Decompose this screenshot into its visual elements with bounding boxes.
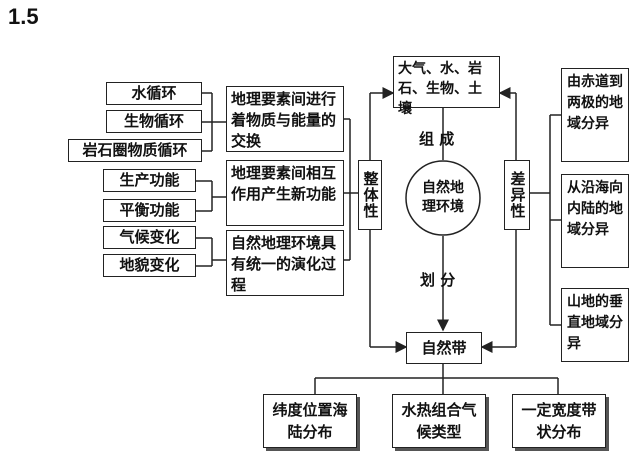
division-label: 划 分 <box>420 271 456 289</box>
section-number: 1.5 <box>8 4 39 29</box>
node-production-function: 生产功能 <box>103 169 196 192</box>
center-circle-shape <box>405 160 481 236</box>
node-climate-change: 气候变化 <box>103 226 196 249</box>
node-band-distribution: 一定宽度带状分布 <box>512 394 606 448</box>
node-hydrothermal-climate: 水热组合气候类型 <box>392 394 486 448</box>
node-unified-evolution: 自然地理环境具有统一的演化过程 <box>226 230 344 296</box>
node-latitude-land-sea: 纬度位置海陆分布 <box>263 394 357 448</box>
node-landform-change: 地貌变化 <box>103 254 196 277</box>
node-integrity-label: 整体性 <box>361 171 380 219</box>
node-vertical-differentiation-label: 山地的垂直地域分异 <box>567 294 623 352</box>
node-natural-zone-label: 自然带 <box>421 338 467 357</box>
node-coast-to-inland: 从沿海向内陆的地域分异 <box>561 174 629 268</box>
node-coast-to-inland-label: 从沿海向内陆的地域分异 <box>567 180 623 238</box>
composition-label: 组 成 <box>419 130 455 148</box>
node-water-cycle-label: 水循环 <box>131 84 177 102</box>
node-band-distribution-label: 一定宽度带状分布 <box>521 401 597 441</box>
node-water-cycle: 水循环 <box>106 82 202 105</box>
node-new-function: 地理要素间相互作用产生新功能 <box>226 160 344 226</box>
node-equator-to-poles-label: 由赤道到两极的地域分异 <box>567 74 623 132</box>
node-landform-change-label: 地貌变化 <box>119 256 180 274</box>
node-balance-function: 平衡功能 <box>103 199 196 222</box>
node-latitude-land-sea-label: 纬度位置海陆分布 <box>272 401 348 441</box>
node-new-function-label: 地理要素间相互作用产生新功能 <box>231 164 337 203</box>
node-rock-cycle-label: 岩石圈物质循环 <box>82 141 188 159</box>
node-hydrothermal-climate-label: 水热组合气候类型 <box>401 401 477 441</box>
node-production-function-label: 生产功能 <box>119 171 180 189</box>
node-material-energy-exchange-label: 地理要素间进行着物质与能量的交换 <box>231 90 337 150</box>
node-biological-cycle: 生物循环 <box>106 110 202 133</box>
node-rock-cycle: 岩石圈物质循环 <box>68 139 202 162</box>
node-material-energy-exchange: 地理要素间进行着物质与能量的交换 <box>226 86 344 152</box>
node-elements-label: 大气、水、岩石、生物、土壤 <box>398 61 482 117</box>
node-biological-cycle-label: 生物循环 <box>123 112 184 130</box>
center-circle-label: 自然地理环境 <box>422 180 464 215</box>
node-elements: 大气、水、岩石、生物、土壤 <box>393 56 500 117</box>
node-balance-function-label: 平衡功能 <box>119 201 180 219</box>
node-climate-change-label: 气候变化 <box>119 228 180 246</box>
node-unified-evolution-label: 自然地理环境具有统一的演化过程 <box>231 234 337 294</box>
node-difference-label: 差异性 <box>508 171 527 219</box>
node-difference: 差异性 <box>504 160 530 230</box>
node-natural-zone: 自然带 <box>406 332 482 364</box>
node-vertical-differentiation: 山地的垂直地域分异 <box>561 288 629 362</box>
node-equator-to-poles: 由赤道到两极的地域分异 <box>561 68 629 162</box>
node-integrity: 整体性 <box>358 160 382 230</box>
